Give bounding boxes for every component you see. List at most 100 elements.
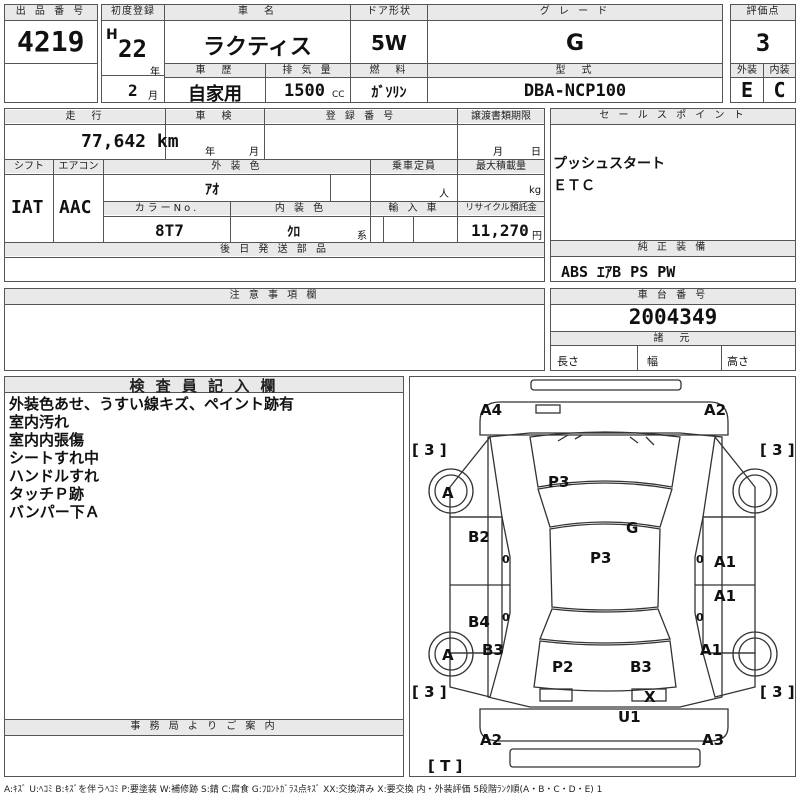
spec-length-label: 長さ (557, 355, 579, 368)
genuine-value: ABS ｴｱB PS PW (561, 263, 676, 281)
exterior-color-value: ｱｵ (205, 182, 219, 198)
lot-blank (4, 63, 98, 103)
inspection-month-unit: 月 (249, 147, 259, 158)
int-score-label: 内装 (764, 64, 795, 78)
ext-score-label: 外装 (731, 64, 763, 78)
tire-tread-mark: [ 3 ] (412, 683, 447, 701)
info-block: 走 行 車 検 登 録 番 号 譲渡書類期限 77,642 km 年 月 月 日… (4, 108, 545, 282)
inspector-note: 外装色あせ、うすい線キズ、ペイント跡有 (9, 395, 295, 413)
shift-label: シフト (5, 160, 53, 173)
history-label: 車 歴 (165, 64, 265, 78)
damage-mark: G (626, 519, 638, 537)
ext-score-cell: 外装 E (730, 63, 764, 103)
interior-color-label: 内 装 色 (231, 202, 370, 215)
displacement-label: 排 気 量 (266, 64, 350, 78)
first-reg-cell: 初度登録 H 22 年 2 月 (101, 4, 165, 103)
model-value: DBA-NCP100 (523, 81, 627, 101)
tire-damage-mark: A (442, 484, 454, 502)
genuine-cell: 純 正 装 備 ABS ｴｱB PS PW (550, 240, 796, 282)
recycle-label: リサイクル預託金 (458, 202, 544, 215)
first-reg-year: 22 (118, 35, 147, 63)
transfer-day-unit: 日 (531, 147, 541, 158)
damage-mark: B4 (468, 613, 490, 631)
door-handle-mark: 0 (502, 553, 510, 566)
damage-mark: A3 (702, 731, 724, 749)
model-cell: 型 式 DBA-NCP100 (427, 63, 723, 103)
registration-label: 登 録 番 号 (265, 110, 457, 123)
lot-cell: 出 品 番 号 4219 (4, 4, 98, 64)
sales-point-label: セ ー ル ス ポ イ ン ト (551, 109, 795, 125)
first-reg-year-unit: 年 (150, 67, 160, 78)
grade-cell: グ レ ー ド G (427, 4, 723, 64)
damage-mark: P3 (590, 549, 611, 567)
int-score-value: C (773, 78, 786, 102)
max-load-label: 最大積載量 (458, 160, 544, 173)
aircon-label: エアコン (54, 160, 103, 173)
tire-tread-mark: [ 3 ] (412, 441, 447, 459)
shift-value: IAT (11, 197, 44, 218)
inspection-year-unit: 年 (205, 147, 215, 158)
specs-label: 諸 元 (551, 332, 795, 345)
aircon-value: AAC (59, 197, 92, 218)
damage-mark: A1 (714, 553, 736, 571)
history-cell: 車 歴 自家用 (164, 63, 266, 105)
first-reg-month: 2 (128, 81, 138, 100)
lot-number: 4219 (17, 25, 85, 58)
int-score-cell: 内装 C (763, 63, 796, 103)
tire-tread-mark: [ T ] (428, 757, 462, 775)
inspector-note: シートすれ中 (9, 449, 100, 467)
door-cell: ドア形状 5W (350, 4, 428, 64)
office-label: 事 務 局 よ り ご 案 内 (5, 720, 403, 736)
lot-label: 出 品 番 号 (5, 5, 97, 21)
divider (102, 75, 164, 76)
sales-point-item: ＥＴＣ (553, 178, 595, 194)
interior-color-suffix: 系 (357, 231, 367, 242)
damage-mark: P3 (548, 473, 569, 491)
history-value: 自家用 (188, 84, 242, 105)
chassis-value: 2004349 (628, 305, 718, 329)
fuel-cell: 燃 料 ｶﾞｿﾘﾝ (350, 63, 428, 103)
genuine-label: 純 正 装 備 (551, 241, 795, 257)
first-reg-era: H (106, 27, 118, 43)
first-reg-month-unit: 月 (148, 91, 158, 102)
score-cell: 評価点 3 (730, 4, 796, 64)
door-handle-mark: 0 (502, 611, 510, 624)
later-parts-label: 後 日 発 送 部 品 (5, 243, 544, 256)
inspector-note: 室内内張傷 (9, 431, 85, 449)
inspector-note: ハンドルすれ (9, 467, 100, 485)
inspection-label: 車 検 (166, 110, 264, 123)
damage-mark: A2 (480, 731, 502, 749)
inspector-note: バンパー下Ａ (9, 503, 100, 521)
door-handle-mark: 0 (696, 553, 704, 566)
recycle-unit: 円 (532, 231, 542, 242)
interior-color-value: ｸﾛ (287, 225, 300, 240)
mileage-value: 77,642 km (81, 131, 179, 152)
legend-text: A:ｷｽﾞ U:ﾍｺﾐ B:ｷｽﾞを伴うﾍｺﾐ P:要塗装 W:補修跡 S:錆 … (4, 785, 603, 795)
door-value: 5W (371, 31, 407, 55)
car-name-label: 車 名 (165, 5, 350, 21)
damage-mark: B3 (630, 658, 652, 676)
color-no-label: カラーNo. (104, 202, 230, 215)
door-label: ドア形状 (351, 5, 427, 21)
grade-value: G (565, 31, 585, 56)
inspector-cell: 検 査 員 記 入 欄 外装色あせ、うすい線キズ、ペイント跡有 室内汚れ 室内内… (4, 376, 404, 720)
fuel-label: 燃 料 (351, 64, 427, 78)
displacement-value: 1500 (284, 81, 325, 101)
office-cell: 事 務 局 よ り ご 案 内 (4, 719, 404, 777)
damage-mark: B3 (482, 641, 504, 659)
max-load-unit: kg (529, 185, 542, 196)
damage-mark: A1 (700, 641, 722, 659)
ext-score-value: E (740, 78, 754, 102)
grade-label: グ レ ー ド (428, 5, 722, 21)
first-reg-label: 初度登録 (102, 5, 164, 21)
sales-point-item: プッシュスタート (553, 156, 665, 172)
damage-mark: A1 (714, 587, 736, 605)
exterior-color-label: 外 装 色 (104, 160, 370, 173)
spec-height-label: 高さ (727, 355, 749, 368)
inspector-note: 室内汚れ (9, 413, 70, 431)
damage-mark: B2 (468, 528, 490, 546)
chassis-label: 車 台 番 号 (551, 289, 795, 305)
score-label: 評価点 (731, 5, 795, 21)
